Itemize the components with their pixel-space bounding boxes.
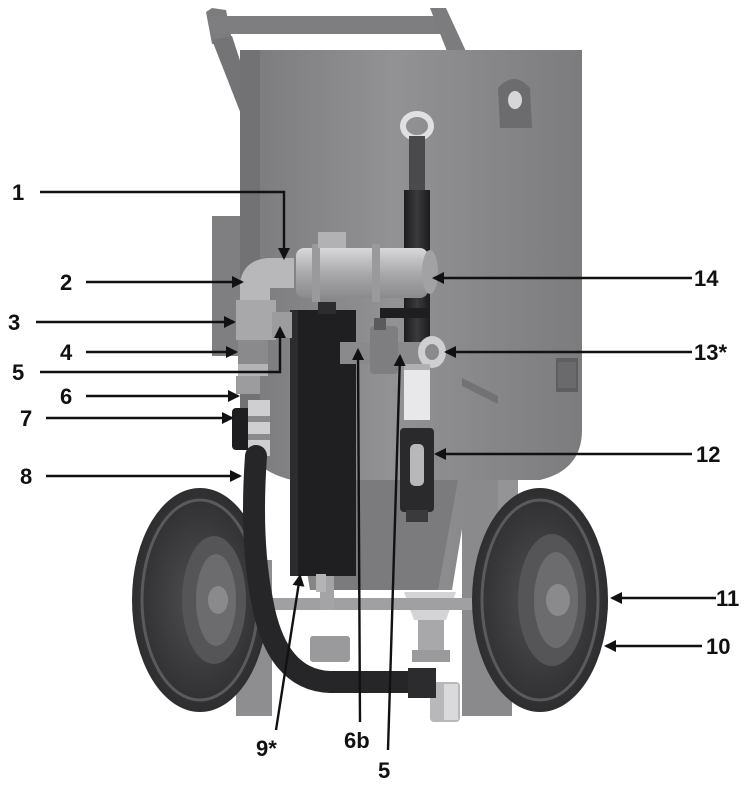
callout-1: 1 xyxy=(12,180,24,205)
callout-14: 14 xyxy=(694,266,719,291)
coupling-left xyxy=(232,400,270,456)
choke-valve-assembly xyxy=(340,308,446,374)
sandblaster-machine xyxy=(132,8,608,722)
piping-left xyxy=(236,258,294,394)
leader-6b xyxy=(352,348,365,723)
leader-5b xyxy=(386,354,406,751)
metering-valve-assembly xyxy=(310,592,460,722)
leader-1 xyxy=(40,190,290,260)
leader-9 xyxy=(274,574,305,731)
leader-5a xyxy=(40,326,286,374)
callout-7: 7 xyxy=(20,406,32,431)
callout-labels: 1 2 3 4 5 6 7 8 9* 6b 5 10 11 12 13* 14 xyxy=(8,180,739,783)
callout-13: 13* xyxy=(694,340,727,365)
callout-10: 10 xyxy=(706,634,730,659)
callout-4: 4 xyxy=(60,340,73,365)
callout-5a: 5 xyxy=(12,360,24,385)
callout-9: 9* xyxy=(256,736,277,761)
callout-6b: 6b xyxy=(344,728,370,753)
callout-6: 6 xyxy=(60,384,72,409)
callout-11: 11 xyxy=(716,586,739,611)
callout-5b: 5 xyxy=(378,758,390,783)
wheel-right xyxy=(472,488,608,712)
callout-12: 12 xyxy=(696,442,720,467)
callout-2: 2 xyxy=(60,270,72,295)
callout-8: 8 xyxy=(20,464,32,489)
callout-3: 3 xyxy=(8,310,20,335)
exhaust-muffler xyxy=(400,428,434,522)
hose-section-white xyxy=(404,364,430,420)
leader-lines xyxy=(36,190,716,751)
wheel-left xyxy=(132,488,268,712)
blast-hose xyxy=(243,445,431,693)
